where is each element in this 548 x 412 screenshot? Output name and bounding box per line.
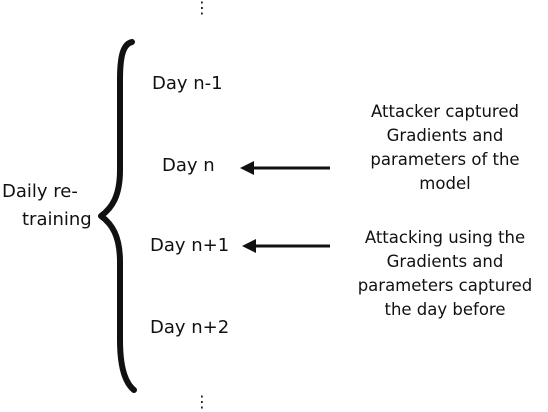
daily-retraining-label-line2: training <box>22 209 92 230</box>
curly-brace <box>98 39 137 393</box>
note-attacking-line1: Attacking using the <box>364 228 526 247</box>
ellipsis-bottom: ⋮ <box>194 392 210 411</box>
note-captured-line4: model <box>419 174 471 193</box>
arrow-to-day-n-plus-1 <box>242 239 330 253</box>
note-attacking-line2: Gradients and <box>386 252 504 271</box>
day-label-n: Day n <box>162 155 215 176</box>
note-captured-line1: Attacker captured <box>371 102 519 121</box>
day-label-n-plus-1: Day n+1 <box>150 235 230 256</box>
note-captured-line3: parameters of the <box>370 150 520 169</box>
note-captured-line2: Gradients and <box>386 126 504 145</box>
daily-retraining-label-line1: Daily re- <box>2 181 78 202</box>
note-attacking-line3: parameters captured <box>357 276 533 295</box>
note-attacking: Attacking using the Gradients and parame… <box>348 226 542 322</box>
ellipsis-top: ⋮ <box>194 0 210 17</box>
day-label-n-plus-2: Day n+2 <box>150 317 230 338</box>
note-captured: Attacker captured Gradients and paramete… <box>356 100 534 196</box>
note-attacking-line4: the day before <box>384 300 506 319</box>
day-label-n-minus-1: Day n-1 <box>152 73 223 94</box>
arrow-to-day-n <box>240 161 330 175</box>
